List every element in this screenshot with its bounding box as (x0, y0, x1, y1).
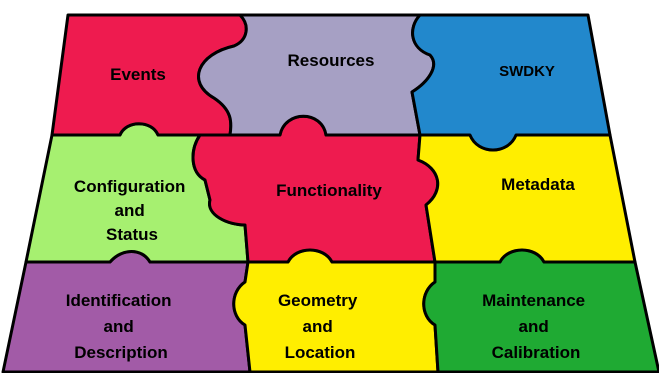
label-events: Events (110, 65, 166, 84)
label-metadata: Metadata (501, 175, 575, 194)
label-geometry-location: Geometry and Location (278, 291, 362, 362)
label-configuration-status: Configuration and Status (74, 177, 190, 244)
label-swdky: SWDKY (499, 63, 555, 80)
puzzle-piece-swdky (410, 13, 612, 152)
label-identification-description: Identification and Description (66, 291, 177, 362)
puzzle-piece-metadata (416, 133, 637, 264)
label-maintenance-calibration: Maintenance and Calibration (482, 291, 590, 362)
label-resources: Resources (288, 51, 375, 70)
label-functionality: Functionality (276, 181, 382, 200)
